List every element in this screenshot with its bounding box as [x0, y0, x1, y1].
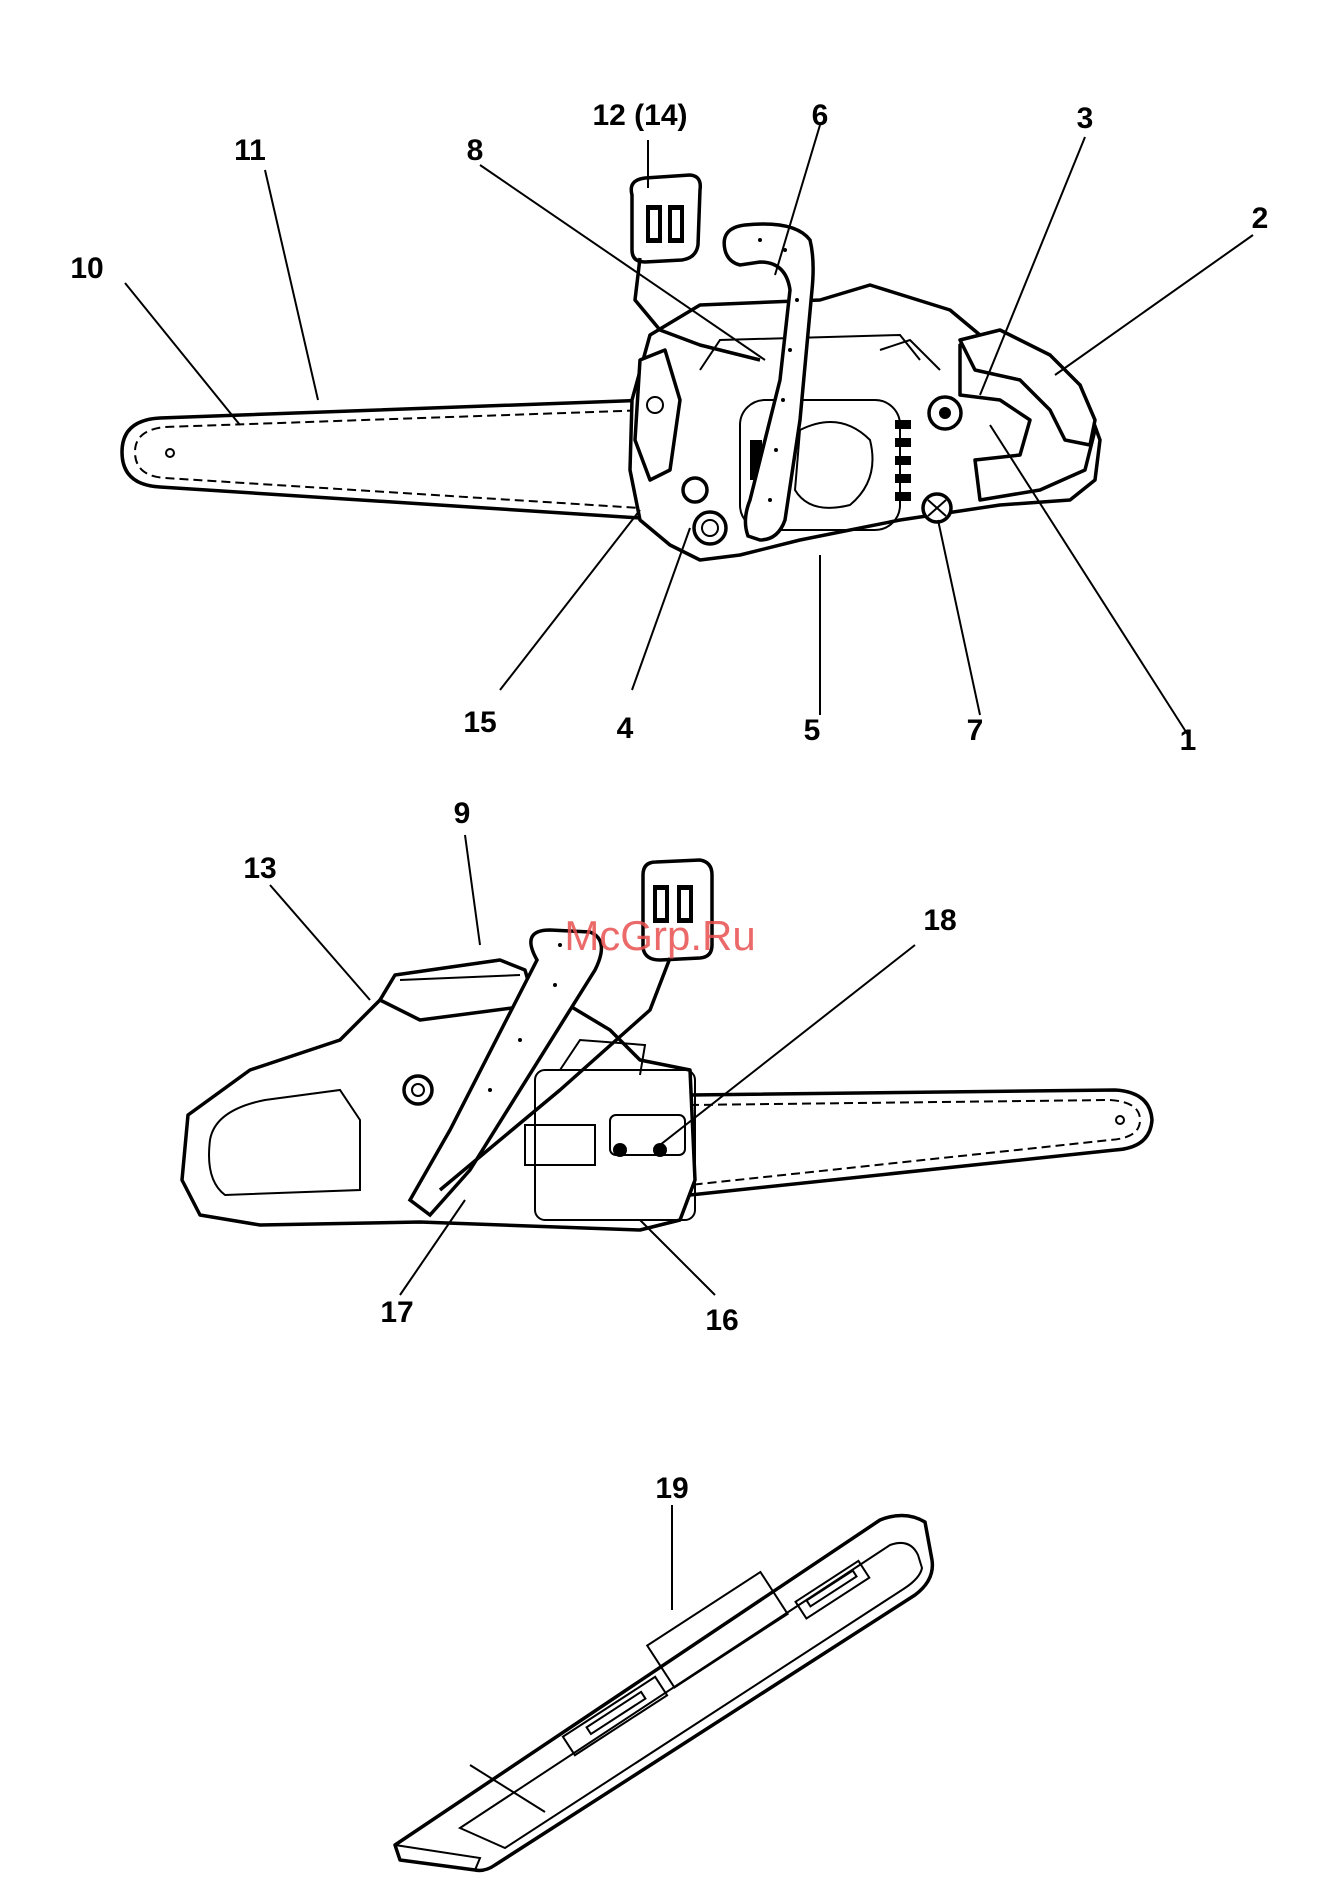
chainsaw-right-view: [182, 835, 1152, 1295]
callout-2: 2: [1252, 202, 1269, 235]
callout-5: 5: [804, 714, 821, 747]
callout-13: 13: [243, 852, 276, 885]
callout-3: 3: [1077, 102, 1094, 135]
callout-15: 15: [463, 706, 496, 739]
callout-labels: 1 2 3 4 5 6 7 8 9 10 11 12 (14) 13 15 16…: [70, 99, 1268, 1505]
callout-10: 10: [70, 252, 103, 285]
callout-7: 7: [967, 714, 984, 747]
guide-bar-cover: [395, 1505, 932, 1870]
callout-6: 6: [812, 99, 829, 132]
chainsaw-left-view: [122, 125, 1253, 735]
callout-18: 18: [923, 904, 956, 937]
callout-12-14: 12 (14): [592, 99, 687, 132]
callout-1: 1: [1180, 724, 1197, 757]
callout-17: 17: [380, 1296, 413, 1329]
callout-16: 16: [705, 1304, 738, 1337]
callout-8: 8: [467, 134, 484, 167]
engine-body: [630, 285, 1100, 560]
guide-bar: [122, 400, 650, 518]
guide-bar-right: [690, 1090, 1152, 1195]
callout-4: 4: [617, 712, 634, 745]
watermark-text: McGrp.Ru: [564, 912, 755, 959]
callout-9: 9: [454, 797, 471, 830]
callout-19: 19: [655, 1472, 688, 1505]
callout-11: 11: [234, 134, 266, 167]
